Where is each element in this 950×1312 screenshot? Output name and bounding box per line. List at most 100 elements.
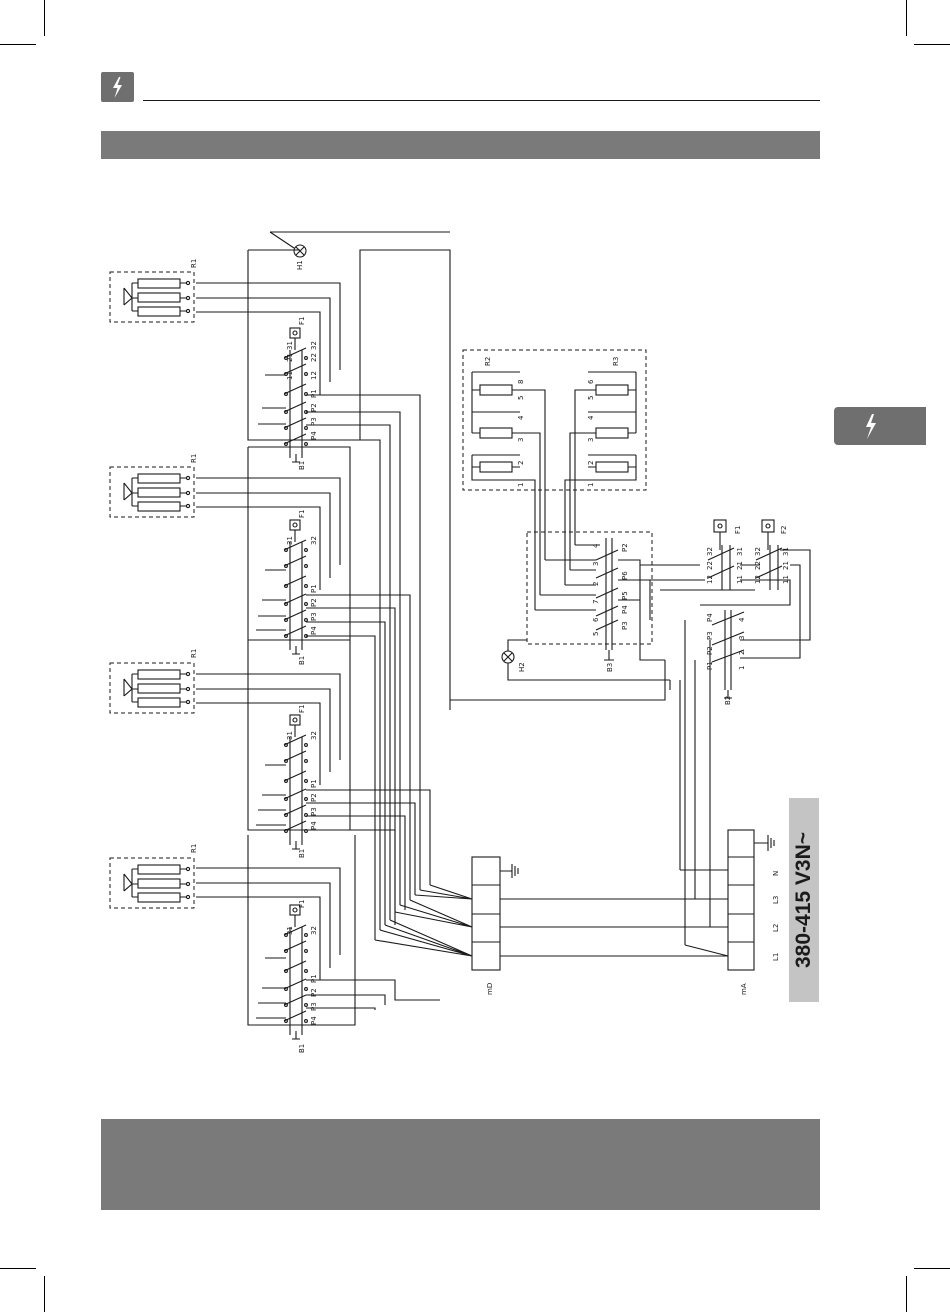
label-3: 3 xyxy=(517,438,525,442)
label-P6: P6 xyxy=(621,571,629,580)
label-B3: B3 xyxy=(606,663,614,672)
label-12: 12 xyxy=(706,575,714,584)
label-P4: P4 xyxy=(310,626,318,635)
label-32: 32 xyxy=(754,547,762,556)
label-R1: R1 xyxy=(190,649,198,658)
label-22: 22 xyxy=(706,561,714,570)
label-P1: P1 xyxy=(310,974,318,983)
diagram-labels: R1 R1 R1 R1 B1 B1 B1 B1 F1 F1 F1 F1 H1 H… xyxy=(190,259,790,1053)
label-B1: B1 xyxy=(298,461,306,470)
label-B1: B1 xyxy=(298,849,306,858)
label-31: 31 xyxy=(286,731,294,740)
label-H2: H2 xyxy=(518,662,526,672)
label-L3: L3 xyxy=(772,896,780,904)
label-P5: P5 xyxy=(621,591,629,600)
label-B1: B1 xyxy=(298,1044,306,1053)
label-P4: P4 xyxy=(310,821,318,830)
label-32: 32 xyxy=(310,341,318,350)
label-11: 11 xyxy=(736,575,744,584)
label-1: 1 xyxy=(587,483,595,487)
label-11: 11 xyxy=(286,371,294,380)
label-31: 31 xyxy=(286,926,294,935)
label-11: 11 xyxy=(782,575,790,584)
label-F1: F1 xyxy=(734,526,742,534)
label-P4: P4 xyxy=(310,431,318,440)
label-5: 5 xyxy=(587,396,595,400)
label-32: 32 xyxy=(310,536,318,545)
label-P4: P4 xyxy=(310,1016,318,1025)
label-R2: R2 xyxy=(484,357,492,366)
label-P3: P3 xyxy=(310,807,318,816)
label-2: 2 xyxy=(738,651,746,655)
label-2: 2 xyxy=(587,461,595,465)
label-P3: P3 xyxy=(621,621,629,630)
terminal-block-mD xyxy=(375,857,728,970)
label-31: 31 xyxy=(286,341,294,350)
label-N: N xyxy=(772,871,780,876)
label-4: 4 xyxy=(587,415,595,420)
label-F1: F1 xyxy=(298,900,306,908)
label-mD: mD xyxy=(486,983,494,995)
heater-group-r2-r3 xyxy=(463,350,646,610)
terminal-block-mA xyxy=(680,620,774,970)
label-21: 21 xyxy=(736,561,744,570)
label-8: 8 xyxy=(517,380,525,384)
label-P2: P2 xyxy=(706,646,714,655)
label-4: 4 xyxy=(738,617,746,622)
label-31: 31 xyxy=(782,547,790,556)
label-21: 21 xyxy=(782,561,790,570)
label-F1: F1 xyxy=(298,705,306,713)
label-22: 22 xyxy=(310,353,318,362)
label-mA: mA xyxy=(740,983,748,995)
label-P1: P1 xyxy=(310,584,318,593)
label-1: 1 xyxy=(517,483,525,487)
label-F1: F1 xyxy=(298,317,306,325)
label-6: 6 xyxy=(592,617,600,622)
label-P3: P3 xyxy=(310,417,318,426)
label-3: 3 xyxy=(738,636,746,640)
label-2: 2 xyxy=(592,582,600,586)
label-3: 3 xyxy=(587,438,595,442)
label-P2: P2 xyxy=(621,543,629,552)
label-P4: P4 xyxy=(706,613,714,622)
label-L2: L2 xyxy=(772,924,780,932)
label-P3: P3 xyxy=(310,612,318,621)
label-R1: R1 xyxy=(190,844,198,853)
label-P1: P1 xyxy=(310,389,318,398)
label-R1: R1 xyxy=(190,259,198,268)
label-32: 32 xyxy=(310,731,318,740)
label-5: 5 xyxy=(592,632,600,636)
label-B1: B1 xyxy=(298,656,306,665)
label-H1: H1 xyxy=(296,260,304,270)
label-P2: P2 xyxy=(310,598,318,607)
label-P1: P1 xyxy=(706,661,714,670)
heater-group-3 xyxy=(110,640,430,925)
label-4: 4 xyxy=(592,543,600,548)
label-F2: F2 xyxy=(780,526,788,534)
switch-B2 xyxy=(450,520,810,700)
label-21: 21 xyxy=(286,353,294,362)
switch-B3 xyxy=(502,532,670,680)
label-P3: P3 xyxy=(706,631,714,640)
label-B2: B2 xyxy=(724,696,732,705)
label-22: 22 xyxy=(754,561,762,570)
label-12: 12 xyxy=(310,371,318,380)
label-12: 12 xyxy=(754,575,762,584)
label-32: 32 xyxy=(310,926,318,935)
label-32: 32 xyxy=(706,547,714,556)
label-P4: P4 xyxy=(621,605,629,614)
label-R3: R3 xyxy=(612,357,620,366)
label-3: 3 xyxy=(592,562,600,566)
label-P2: P2 xyxy=(310,988,318,997)
label-4: 4 xyxy=(517,415,525,420)
label-2: 2 xyxy=(517,461,525,465)
label-1: 1 xyxy=(738,666,746,670)
label-P2: P2 xyxy=(310,793,318,802)
label-6: 6 xyxy=(587,379,595,384)
label-L1: L1 xyxy=(772,953,780,961)
label-P1: P1 xyxy=(310,779,318,788)
label-31: 31 xyxy=(286,536,294,545)
label-31: 31 xyxy=(736,547,744,556)
label-R1: R1 xyxy=(190,454,198,463)
